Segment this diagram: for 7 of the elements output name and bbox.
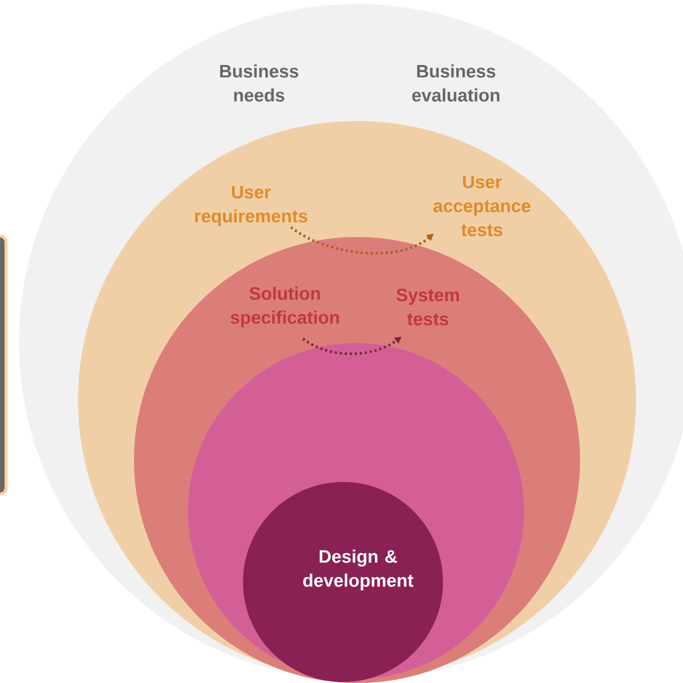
circle-label: Solution specification bbox=[230, 286, 339, 328]
circle-label: Design & development bbox=[303, 550, 414, 590]
circle-label: User acceptance tests bbox=[434, 176, 530, 236]
circle-label: User requirements bbox=[195, 186, 308, 226]
circle-label: Business needs bbox=[220, 64, 298, 102]
circle-label: System tests bbox=[396, 288, 459, 326]
circle-label: Business evaluation bbox=[412, 64, 500, 102]
